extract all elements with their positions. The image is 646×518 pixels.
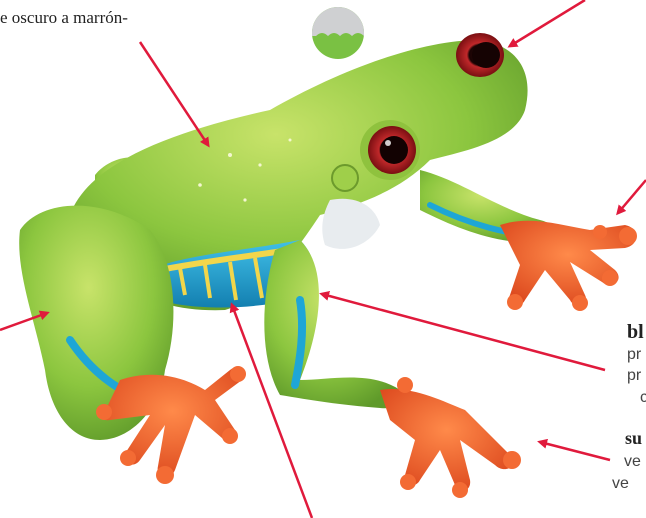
arrow-front-foot bbox=[618, 180, 646, 213]
foot-front-right bbox=[500, 221, 637, 311]
arrow-foot bbox=[540, 442, 610, 460]
skin-texture-icon bbox=[312, 7, 364, 59]
arrow-blue-side bbox=[322, 294, 605, 370]
arrow-back bbox=[140, 42, 208, 145]
front-leg-near bbox=[264, 240, 404, 408]
eye-far bbox=[456, 33, 504, 77]
foot-front-left bbox=[380, 377, 521, 498]
arrow-eye bbox=[510, 0, 585, 46]
eye-near bbox=[360, 120, 420, 180]
